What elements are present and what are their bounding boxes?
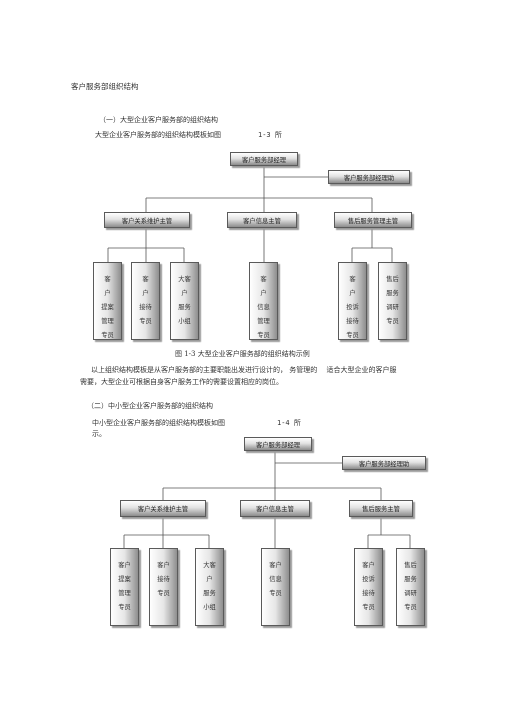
chart1-staff-survey: 售后服务调研专员 xyxy=(378,262,407,340)
chart2-staff-key-account: 大客户服务小组 xyxy=(195,548,224,626)
chart2-supervisor-aftersales: 售后服务主管 xyxy=(349,500,413,517)
chart1-supervisor-aftersales: 售后服务管理主管 xyxy=(334,212,412,228)
chart2-assistant-box: 客户服务部经理助 xyxy=(342,456,426,470)
doc-title: 客户服务部组织结构 xyxy=(71,82,139,91)
chart2-staff-survey: 售后服务调研专员 xyxy=(396,548,425,626)
section-2-heading: （二）中小型企业客户服务部的组织结构 xyxy=(87,402,213,410)
chart2-staff-info: 客户信息专员 xyxy=(261,548,290,626)
section-1-figref: 1-3 所 xyxy=(258,131,282,139)
chart1-supervisor-relations: 客户关系维护主管 xyxy=(104,212,190,228)
section-1-heading: （一）大型企业客户服务部的组织结构 xyxy=(99,116,218,124)
chart1-staff-complaint: 客户投诉接待专员 xyxy=(338,262,367,340)
section-1-paragraph-line2: 需要，大型企业可根据自身客户服务工作的需要设置相应的岗位。 xyxy=(80,378,283,386)
section-1-paragraph-line1: 以上组织结构模板是从客户服务部的主要职能出发进行设计的， 务管理的 适合大型企业… xyxy=(91,366,397,374)
section-1-intro: 大型企业客户服务部的组织结构模板如图 xyxy=(95,131,221,139)
figure-1-caption: 图 1-3 大型企业客户服务部的组织结构示例 xyxy=(175,350,310,358)
section-2-figref: 1-4 所 xyxy=(277,419,301,427)
chart2-manager-box: 客户服务部经理 xyxy=(244,437,312,451)
chart2-staff-proposal: 客户提案管理专员 xyxy=(110,548,139,626)
section-2-intro: 中小型企业客户服务部的组织结构模板如图 xyxy=(92,419,225,427)
section-2-intro-end: 示。 xyxy=(92,430,106,438)
chart1-manager-box: 客户服务部经理 xyxy=(230,152,298,166)
chart2-supervisor-relations: 客户关系维护主管 xyxy=(120,500,206,517)
chart1-staff-key-account: 大客户服务小组 xyxy=(170,262,199,340)
chart1-staff-info: 客户信息管理专员 xyxy=(249,262,278,340)
chart1-staff-proposal: 客户提案管理专员 xyxy=(93,262,122,340)
chart2-staff-complaint: 客户投诉接待专员 xyxy=(354,548,383,626)
chart1-staff-reception: 客户接待专员 xyxy=(131,262,160,340)
chart2-staff-reception: 客户接待专员 xyxy=(149,548,178,626)
chart2-supervisor-info: 客户信息主管 xyxy=(240,500,310,517)
chart1-supervisor-info: 客户信息主管 xyxy=(227,212,297,228)
chart1-assistant-box: 客户服务部经理助 xyxy=(328,170,410,184)
